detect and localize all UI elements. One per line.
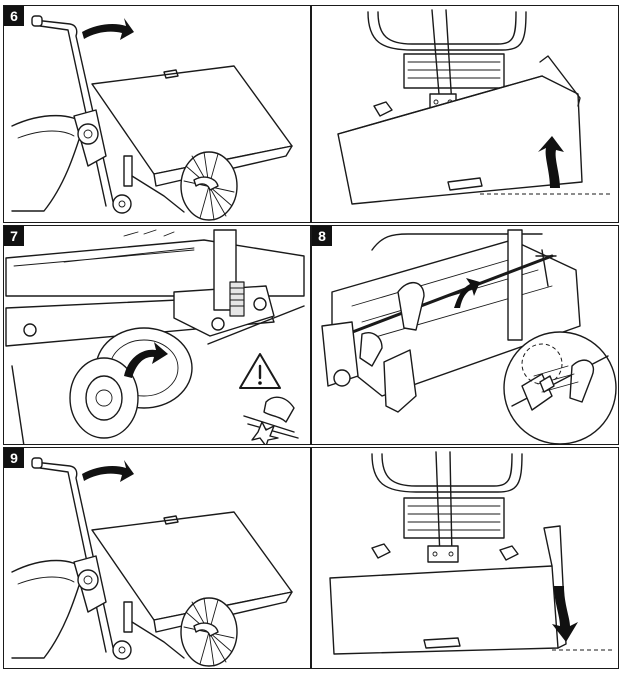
warning-triangle-icon (239, 353, 281, 389)
panel-8: 8 (311, 225, 619, 445)
panel-7: 7 (3, 225, 311, 445)
illustration-sweeper-lowered-9 (329, 451, 612, 655)
panel-9-left: 9 (3, 447, 311, 669)
panel-6-right (311, 5, 619, 223)
illustration-tilt-handle-9 (11, 457, 293, 667)
panel-6-left: 6 (3, 5, 311, 223)
hand-pinch-hazard-icon (243, 396, 299, 444)
illustration-lock-pin-8 (321, 229, 617, 444)
step-number-7: 7 (4, 226, 24, 246)
step-number-6: 6 (4, 6, 24, 26)
panel-9-right (311, 447, 619, 669)
step-number-9: 9 (4, 448, 24, 468)
illustration-bolt-detail-7 (5, 229, 305, 444)
step-number-8: 8 (312, 226, 332, 246)
illustration-tilt-handle-6 (11, 15, 293, 221)
illustration-sweeper-raised-6 (337, 9, 610, 205)
